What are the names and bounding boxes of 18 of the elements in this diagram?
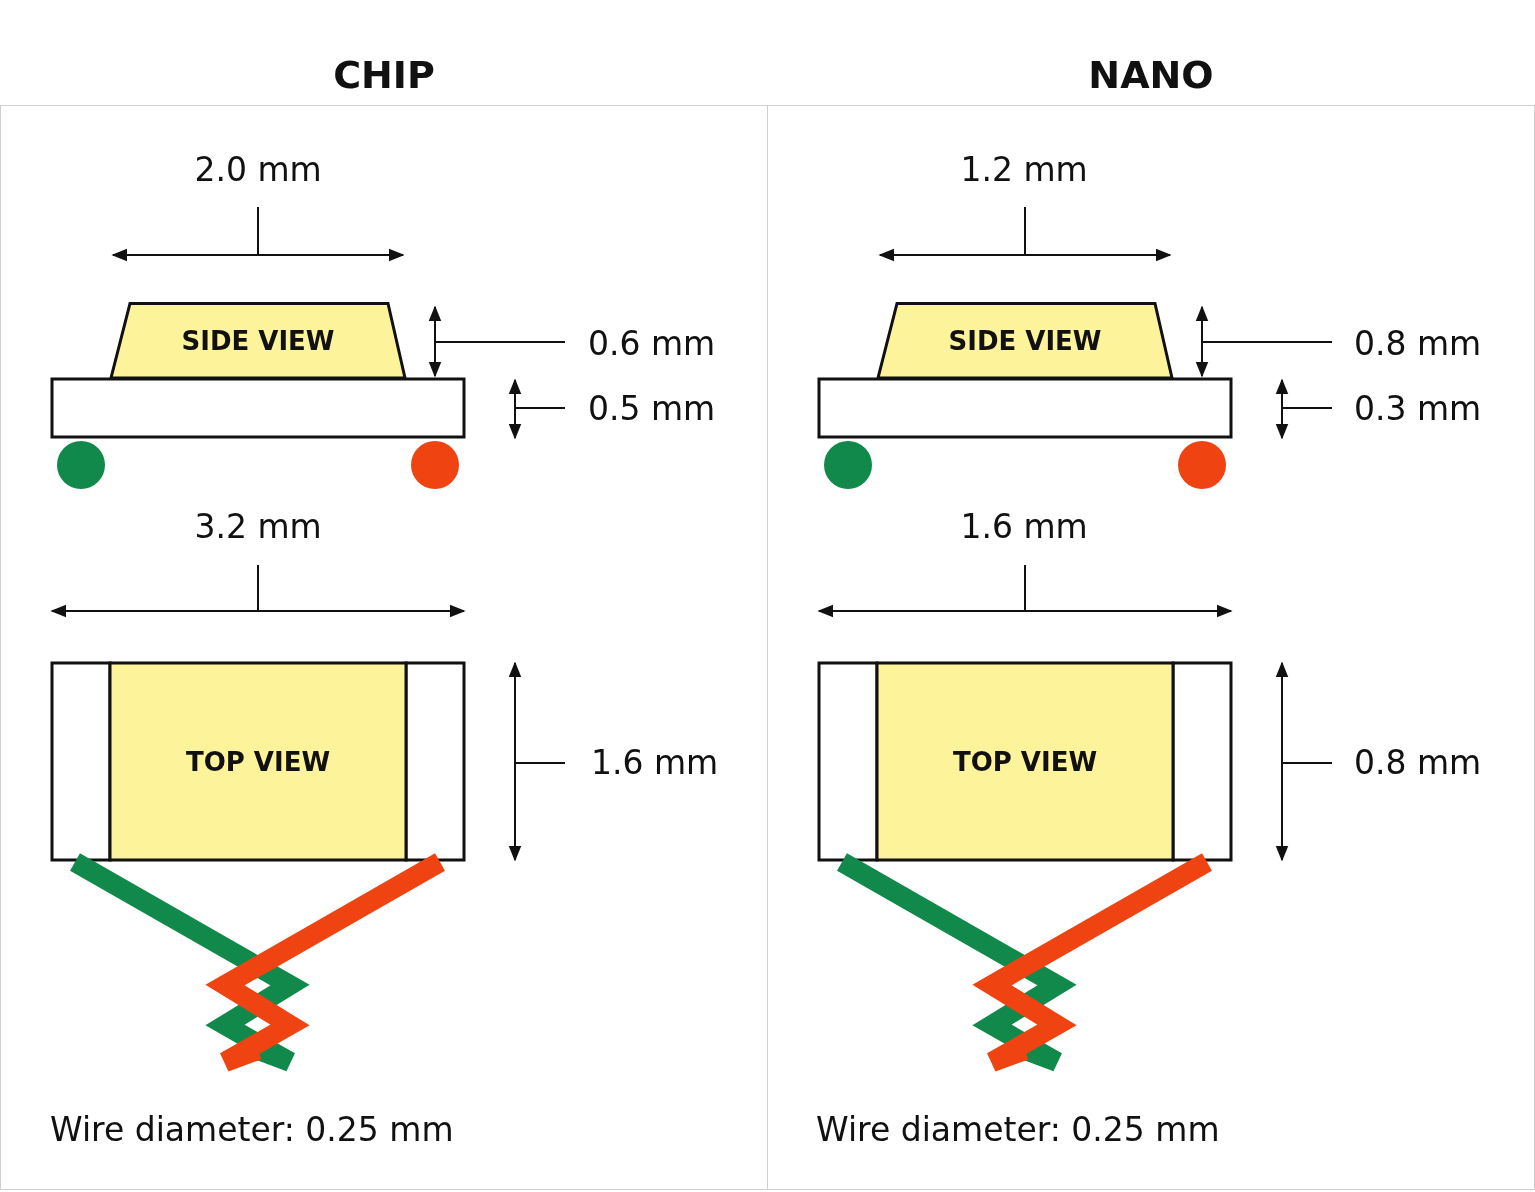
panel-heading: NANO: [1087, 52, 1215, 98]
dimension-label: 1.2 mm: [960, 150, 1088, 190]
dimension-label: 0.8 mm: [1354, 743, 1482, 783]
panel-heading: CHIP: [332, 52, 436, 98]
dimension-label: 3.2 mm: [194, 507, 322, 547]
dimension-label: 2.0 mm: [194, 150, 322, 190]
view-label: SIDE VIEW: [947, 324, 1103, 357]
dimension-label: 0.6 mm: [588, 324, 716, 364]
view-label: SIDE VIEW: [180, 324, 336, 357]
dimension-label: 1.6 mm: [960, 507, 1088, 547]
view-label: TOP VIEW: [951, 745, 1099, 778]
dimension-label: 1.6 mm: [591, 743, 719, 783]
dimension-label: 0.8 mm: [1354, 324, 1482, 364]
view-label: TOP VIEW: [184, 745, 332, 778]
dimension-label: 0.5 mm: [588, 389, 716, 429]
dimension-label: 0.3 mm: [1354, 389, 1482, 429]
note-text: Wire diameter: 0.25 mm: [816, 1110, 1220, 1150]
note-text: Wire diameter: 0.25 mm: [50, 1110, 454, 1150]
